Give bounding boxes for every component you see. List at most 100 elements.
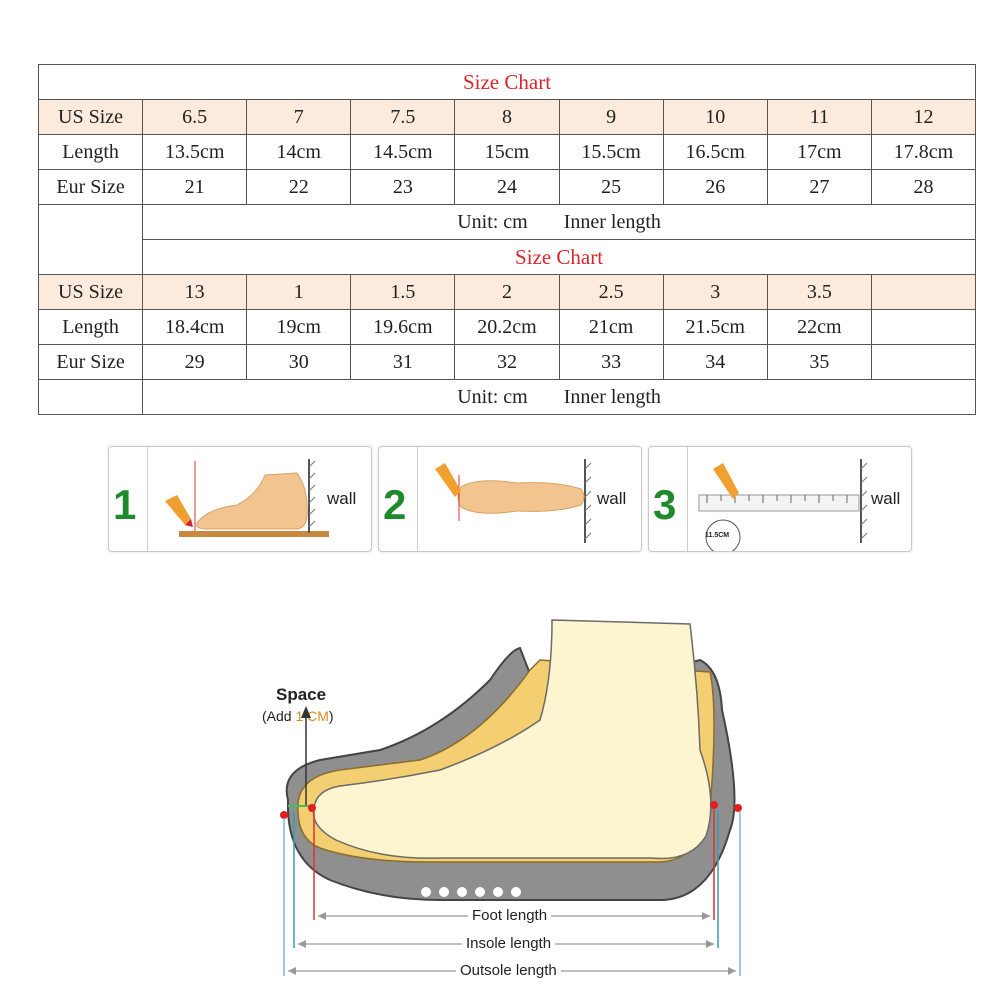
table-cell: 19.6cm [350,309,456,345]
table-cell: 8 [454,99,560,135]
table-cell: 2.5 [558,274,664,310]
outsole-toe-dot [280,811,288,819]
insole-length-label: Insole length [462,935,556,952]
table-cell: 16.5cm [662,134,768,170]
unit-row-2: Unit: cm Inner length [37,379,976,415]
table-cell: 15.5cm [558,134,664,170]
us-size-row-2: US Size 13 1 1.5 2 2.5 3 3.5 [37,274,977,310]
table-cell: 22cm [766,309,872,345]
eur-size-row-2: Eur Size 29 30 31 32 33 34 35 [37,344,977,380]
length-label-2: Length [37,309,144,345]
foot-side-illustration [165,459,329,537]
wall-label: wall [871,489,901,508]
step-number: 2 [383,481,407,528]
blank-cell [37,379,144,415]
table-cell: 23 [350,169,456,205]
table-cell: 11 [766,99,872,135]
table-cell [870,344,977,380]
measure-step-2: 2 wall [378,446,642,552]
table-cell: 22 [246,169,352,205]
length-label: Length [37,134,144,170]
unit-row: Unit: cm Inner length [37,204,976,275]
tread-notches [421,887,521,897]
table-cell: 7 [246,99,352,135]
table-cell: 21 [142,169,248,205]
table-cell: 32 [454,344,560,380]
table-cell: 35 [766,344,872,380]
length-row: Length 13.5cm 14cm 14.5cm 15cm 15.5cm 16… [37,134,977,170]
table-cell [870,274,977,310]
eur-size-label-2: Eur Size [37,344,144,380]
table-cell: 12 [870,99,977,135]
outsole-heel-dot [734,804,742,812]
table-cell: 1.5 [350,274,456,310]
ruler-illustration [698,459,868,551]
length-row-2: Length 18.4cm 19cm 19.6cm 20.2cm 21cm 21… [37,309,977,345]
table-cell: 27 [766,169,872,205]
space-subtitle: (Add 1 CM) [262,708,334,724]
table-cell: 20.2cm [454,309,560,345]
size-chart-table: Size Chart US Size 6.5 7 7.5 8 9 10 11 1… [37,64,977,415]
table-cell: 10 [662,99,768,135]
blank-cell [37,204,144,275]
unit-text-2: Unit: cm [457,385,528,408]
shoe-fit-diagram [280,619,742,976]
inner-length-text: Inner length [563,210,661,233]
us-size-label-2: US Size [37,274,144,310]
table-cell: 14cm [246,134,352,170]
space-sub-suffix: ) [328,708,334,724]
measure-step-3: 3 wall 11.5CM [648,446,912,552]
table-cell: 3.5 [766,274,872,310]
table-cell: 13 [142,274,248,310]
foot-top-illustration [435,459,592,543]
table-cell: 13.5cm [142,134,248,170]
step-number: 3 [653,481,677,528]
unit-note: Unit: cm Inner length [142,204,976,240]
step-number: 1 [113,481,137,528]
size-chart-title-2: Size Chart [142,239,976,275]
unit-text: Unit: cm [457,210,528,233]
table-cell: 21cm [558,309,664,345]
table-cell: 21.5cm [662,309,768,345]
size-chart-title-row: Size Chart [38,64,976,100]
table-cell: 28 [870,169,977,205]
foot-shape [312,619,712,860]
ruler-mark-label: 11.5CM [705,532,730,539]
size-chart-title-row-2: Size Chart [39,239,976,275]
wall-label: wall [327,489,357,508]
table-cell: 26 [662,169,768,205]
space-title: Space [276,685,327,704]
foot-toe-dot [308,804,316,812]
table-cell: 29 [142,344,248,380]
table-cell: 33 [558,344,664,380]
table-cell: 30 [246,344,352,380]
measure-step-1: 1 wall [108,446,372,552]
table-cell: 25 [558,169,664,205]
table-cell: 9 [558,99,664,135]
foot-length-label: Foot length [468,907,552,924]
table-cell: 2 [454,274,560,310]
inner-length-text-2: Inner length [563,385,661,408]
table-cell: 24 [454,169,560,205]
eur-size-label: Eur Size [37,169,144,205]
table-cell: 18.4cm [142,309,248,345]
table-cell: 17cm [766,134,872,170]
table-cell [870,309,977,345]
step-number-column: 3 [649,447,688,551]
eur-size-row: Eur Size 21 22 23 24 25 26 27 28 [37,169,977,205]
table-cell: 31 [350,344,456,380]
wall-label: wall [597,489,627,508]
foot-heel-dot [710,801,718,809]
step-number-column: 1 [109,447,148,551]
table-cell: 1 [246,274,352,310]
table-cell: 3 [662,274,768,310]
table-cell: 7.5 [350,99,456,135]
unit-note-2: Unit: cm Inner length [142,379,976,415]
table-cell: 15cm [454,134,560,170]
space-sub-prefix: (Add [262,708,296,724]
outsole-length-label: Outsole length [456,962,561,979]
table-cell: 14.5cm [350,134,456,170]
table-cell: 34 [662,344,768,380]
table-cell: 17.8cm [870,134,977,170]
us-size-row: US Size 6.5 7 7.5 8 9 10 11 12 [37,99,977,135]
